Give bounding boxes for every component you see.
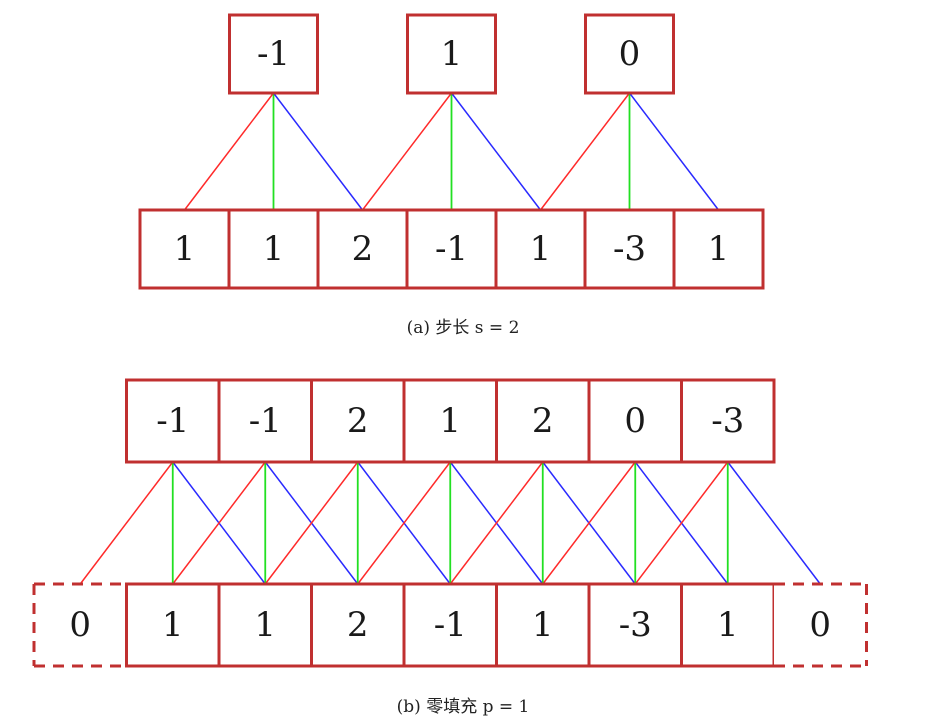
output-value: 2 xyxy=(347,401,369,441)
input-value: -3 xyxy=(619,605,652,645)
kernel-left-line xyxy=(172,461,266,585)
input-cell xyxy=(217,582,313,668)
kernel-left-line xyxy=(357,461,451,585)
input-value: -1 xyxy=(435,229,468,269)
output-value: -1 xyxy=(249,401,282,441)
input-cell xyxy=(138,208,231,290)
output-cell xyxy=(406,13,497,95)
input-value: 1 xyxy=(708,229,730,269)
input-cell xyxy=(672,208,765,290)
output-cell xyxy=(402,378,498,464)
input-cell xyxy=(316,208,409,290)
output-value: 1 xyxy=(441,34,463,74)
input-value: 1 xyxy=(162,605,184,645)
kernel-left-line xyxy=(79,461,174,585)
panel-b-zero-padding: -1 -1 2 1 2 0 -3 0 1 1 2 -1 1 -3 1 0 (b) 零填充 p = 1 xyxy=(32,378,868,717)
panel-b-caption: (b) 零填充 p = 1 xyxy=(397,697,530,717)
kernel-right-line xyxy=(272,92,364,211)
output-value: 0 xyxy=(619,34,641,74)
output-value: -1 xyxy=(257,34,290,74)
input-cell xyxy=(494,208,587,290)
input-value: 1 xyxy=(717,605,739,645)
input-cell xyxy=(125,582,221,668)
input-value: 2 xyxy=(352,229,374,269)
panel-b-connections xyxy=(79,461,821,585)
input-cell xyxy=(680,582,776,668)
padding-cell: 0 xyxy=(774,582,868,668)
padding-value: 0 xyxy=(809,605,831,645)
input-value: 1 xyxy=(174,229,196,269)
input-cell xyxy=(310,582,406,668)
input-value: -3 xyxy=(613,229,646,269)
output-cell xyxy=(310,378,406,464)
input-value: -1 xyxy=(434,605,467,645)
input-cell xyxy=(402,582,498,668)
input-value: 1 xyxy=(263,229,285,269)
kernel-right-line xyxy=(727,461,821,585)
output-value: -3 xyxy=(711,401,744,441)
kernel-right-line xyxy=(628,92,720,211)
input-cell xyxy=(587,582,683,668)
output-value: 2 xyxy=(532,401,554,441)
input-value: 1 xyxy=(530,229,552,269)
kernel-left-line xyxy=(542,461,636,585)
output-cell xyxy=(228,13,319,95)
panel-a-input-row: 1 1 2 -1 1 -3 1 xyxy=(138,208,765,290)
input-cell xyxy=(227,208,320,290)
panel-b-input-row: 0 1 1 2 -1 1 -3 1 0 xyxy=(32,582,868,668)
output-value: 0 xyxy=(624,401,646,441)
input-value: 1 xyxy=(532,605,554,645)
output-cell xyxy=(680,378,776,464)
kernel-right-line xyxy=(450,92,542,211)
panel-a-connections xyxy=(183,92,720,211)
padding-cell: 0 xyxy=(32,582,127,668)
output-value: 1 xyxy=(439,401,461,441)
kernel-left-line xyxy=(539,92,631,211)
panel-a-output-row: -1 1 0 xyxy=(228,13,675,95)
panel-a-stride: -1 1 0 1 1 2 -1 1 -3 1 (a) 步长 s = 2 xyxy=(138,13,765,338)
kernel-left-line xyxy=(264,461,359,585)
padding-value: 0 xyxy=(69,605,91,645)
kernel-left-line xyxy=(449,461,544,585)
kernel-left-line xyxy=(361,92,453,211)
output-cell xyxy=(584,13,675,95)
output-value: -1 xyxy=(156,401,189,441)
input-value: 1 xyxy=(254,605,276,645)
panel-a-caption: (a) 步长 s = 2 xyxy=(407,318,520,338)
output-cell xyxy=(217,378,313,464)
panel-b-output-row: -1 -1 2 1 2 0 -3 xyxy=(125,378,776,464)
kernel-left-line xyxy=(183,92,275,211)
input-value: 2 xyxy=(347,605,369,645)
output-cell xyxy=(495,378,591,464)
kernel-left-line xyxy=(634,461,729,585)
